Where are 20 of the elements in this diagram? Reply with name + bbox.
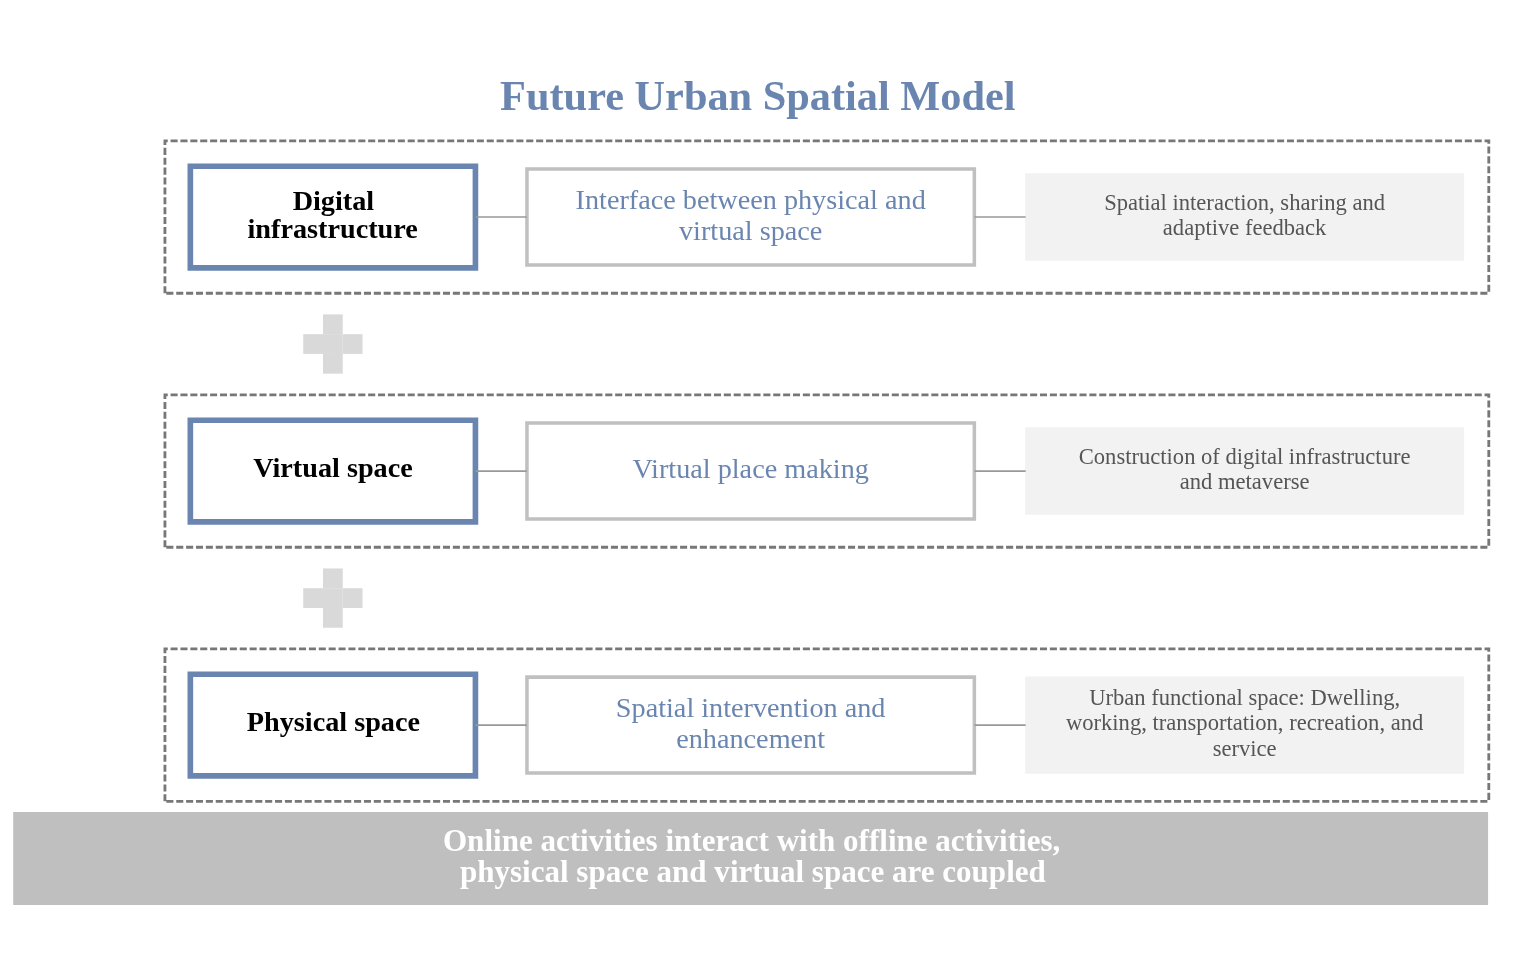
node-box: Virtual place making [525, 421, 977, 521]
connector [474, 724, 528, 726]
connector [973, 216, 1027, 218]
node-box: Virtual space [187, 417, 479, 525]
cluster [163, 647, 1491, 803]
connector [973, 724, 1027, 726]
node-box: Spatial interaction, sharing and adaptive feedback [1025, 173, 1465, 261]
node-box: Spatial intervention and enhancement [525, 675, 977, 775]
connector [474, 470, 528, 472]
node-box: Interface between physical and virtual space [525, 167, 977, 267]
node-box: Urban functional space: Dwelling, working, transportation, recreation, and service [1025, 676, 1465, 774]
node-box: Construction of digital infrastructure and metaverse [1025, 427, 1465, 515]
cluster [163, 393, 1491, 549]
connector [973, 470, 1027, 472]
diagram-title: Future Urban Spatial Model [500, 71, 1016, 119]
node-box: Digital infrastructure [187, 163, 479, 271]
node-box: Physical space [187, 671, 479, 779]
connector [474, 216, 528, 218]
cluster [163, 139, 1491, 295]
node-box: Online activities interact with offline activities, physical space and virtual space are coupled [13, 811, 1489, 906]
